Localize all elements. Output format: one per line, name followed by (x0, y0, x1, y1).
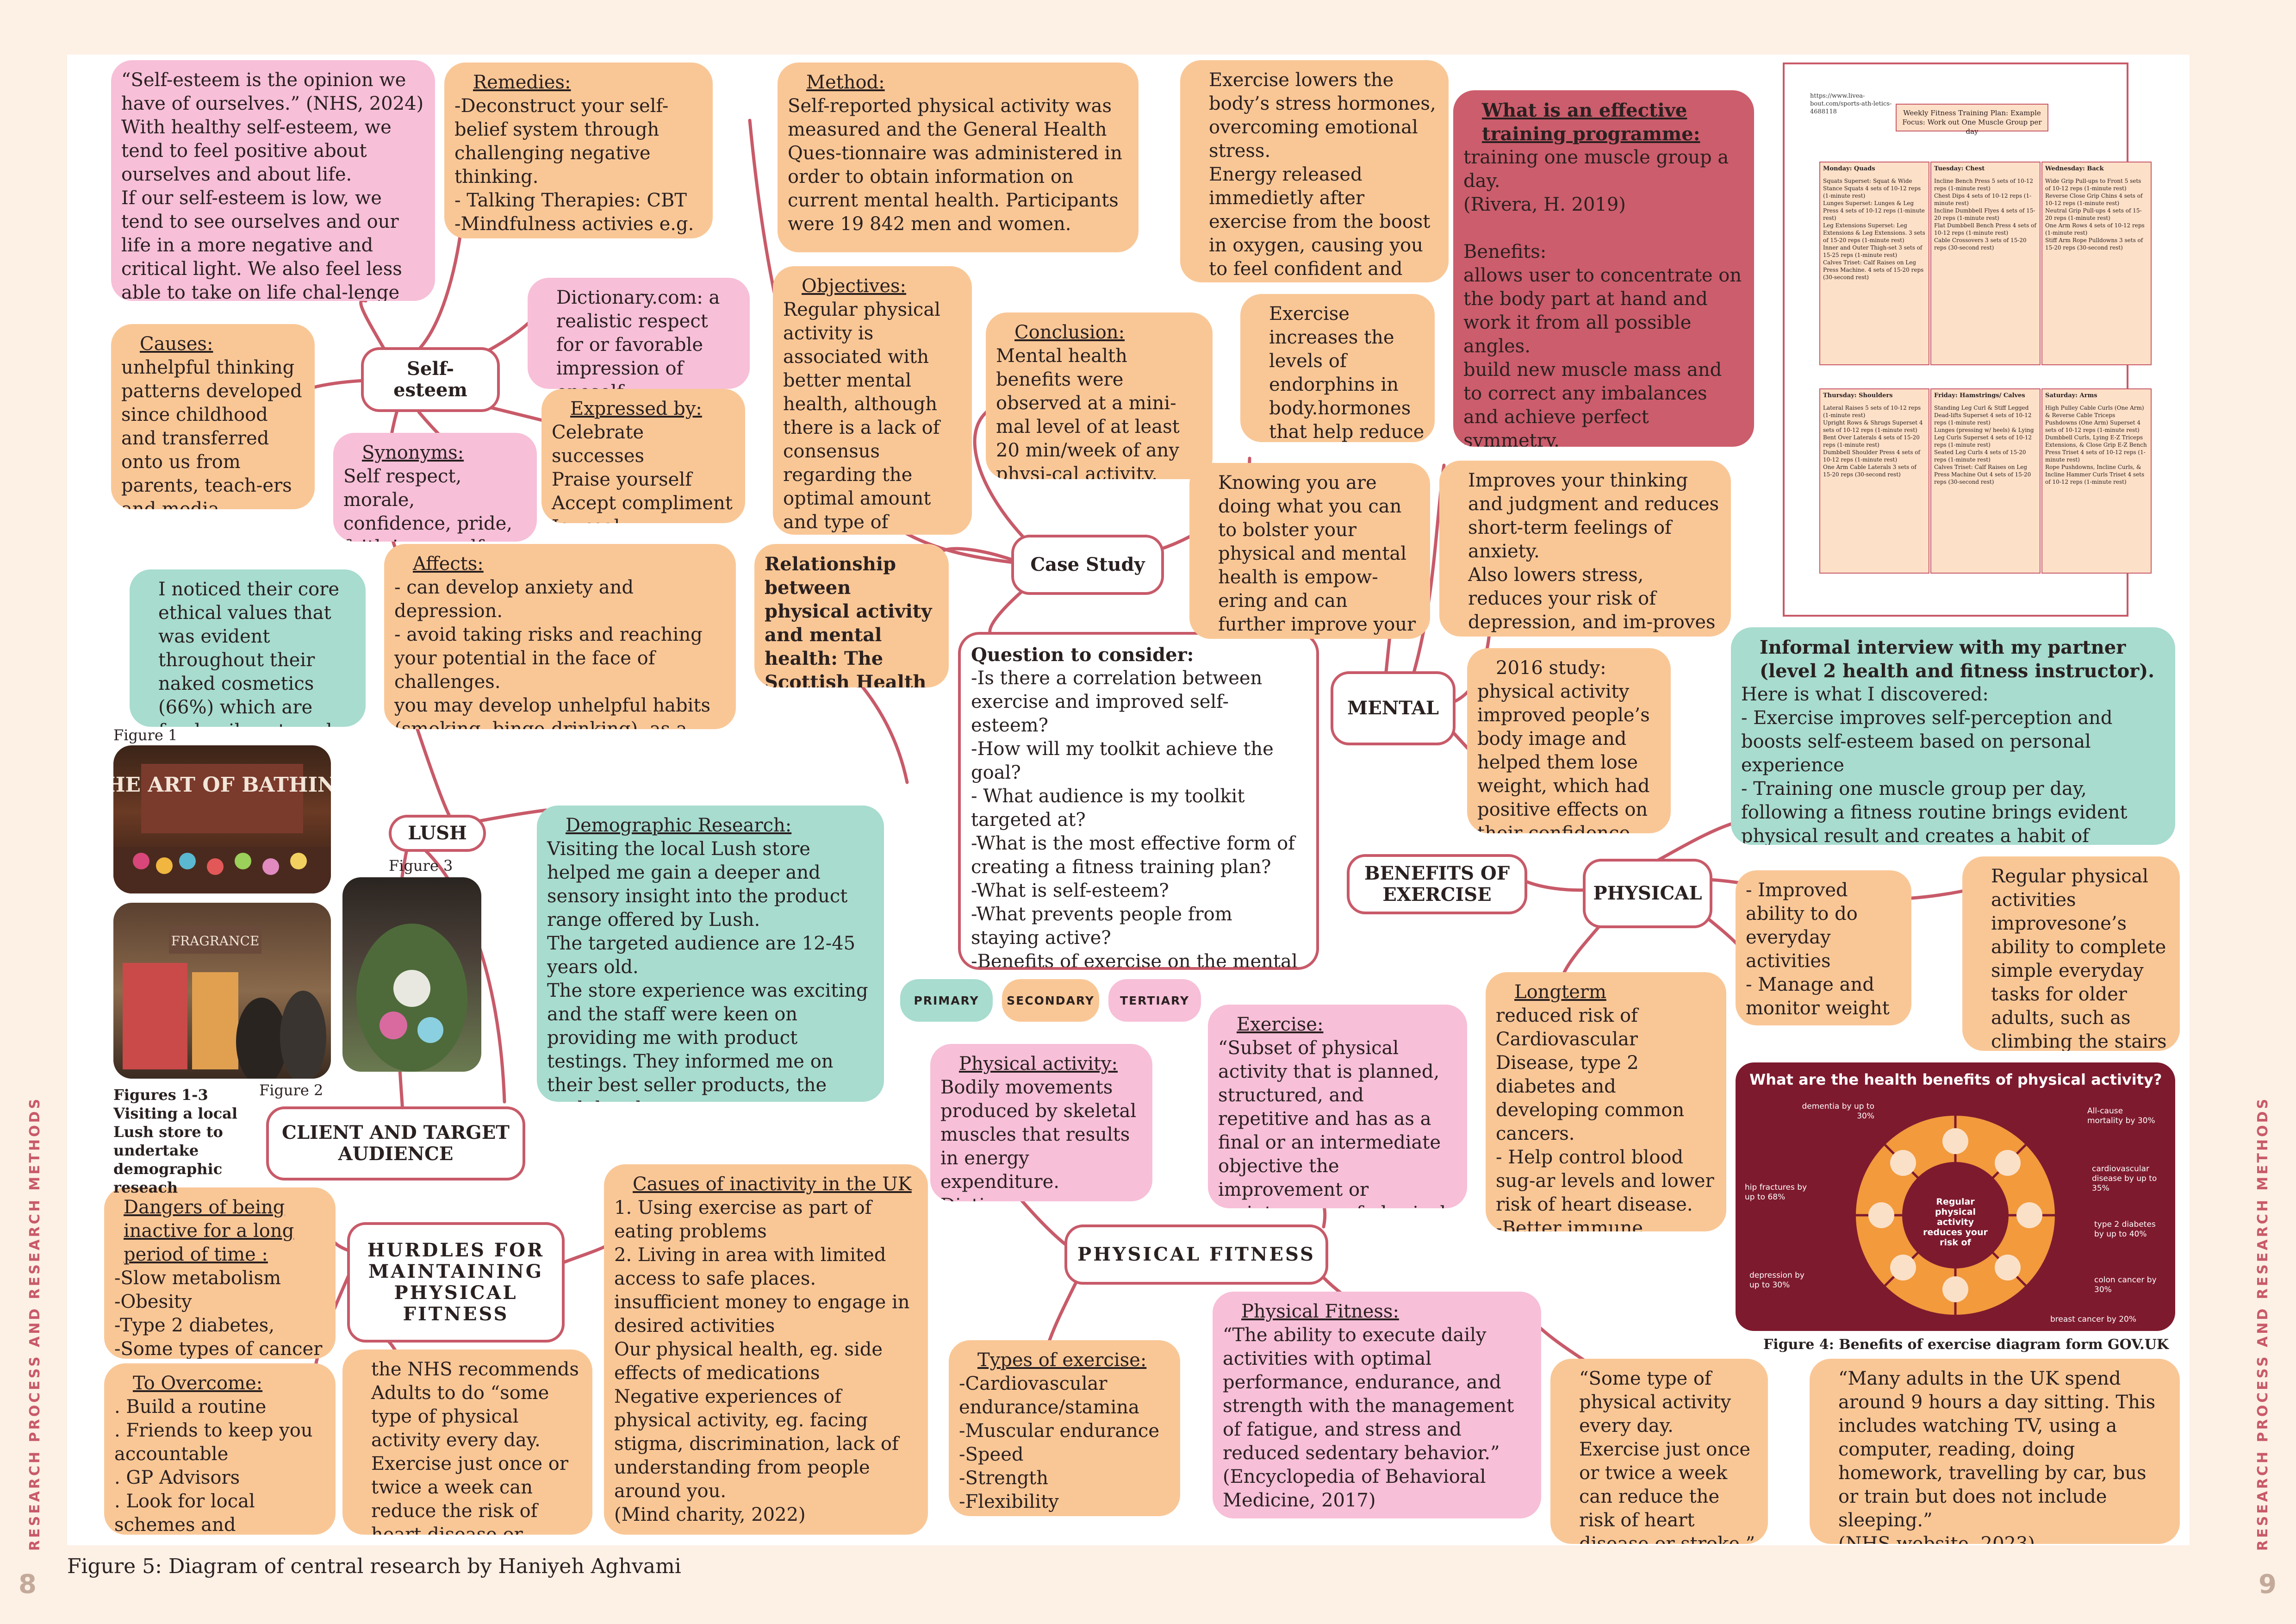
photo-illustration (356, 924, 467, 1072)
demographic-research-box: Demographic Research:Visiting the local … (537, 806, 884, 1102)
label-mortality: All-cause mortality by 30% (2087, 1106, 2155, 1125)
study-2016-box: 2016 study:physical activity improved pe… (1467, 648, 1671, 833)
side-text-left: RESEARCH PROCESS AND RESEARCH METHODS (27, 1096, 43, 1551)
side-text-right: RESEARCH PROCESS AND RESEARCH METHODS (2255, 1096, 2271, 1551)
synonyms-box: Synonyms:Self respect, morale, confidenc… (333, 433, 537, 542)
node-hurdles: HURDLES FOR MAINTAINING PHYSICAL FITNESS (347, 1222, 565, 1343)
node-mental: MENTAL (1331, 671, 1456, 745)
health-benefits-infographic: What are the health benefits of physical… (1736, 1062, 2175, 1331)
node-client-target-audience: CLIENT AND TARGET AUDIENCE (266, 1106, 525, 1181)
legend-primary: PRIMARY (900, 979, 993, 1022)
label-cardio: cardiovascular disease by up to 35% (2092, 1164, 2157, 1193)
infographic-title: What are the health benefits of physical… (1749, 1071, 2162, 1088)
relationship-box: Relationship between physical activity a… (754, 544, 949, 687)
training-plan-source: https://www.livea-bout.com/sports-ath-le… (1810, 93, 1892, 115)
training-plan-figure: https://www.livea-bout.com/sports-ath-le… (1783, 62, 2152, 617)
interview-box: Informal interview with my partner (leve… (1731, 627, 2175, 845)
stress-hormones-box: Exercise lowers the body’s stress hormon… (1180, 60, 1449, 282)
node-lush: LUSH (389, 815, 486, 852)
photo-illustration: THE ART OF BATHING (113, 764, 331, 893)
judgment-box: Improves your thinking and judgment and … (1439, 461, 1731, 637)
knowing-box: Knowing you are doing what you can to bo… (1189, 463, 1430, 639)
page-number-left: 8 (19, 1569, 37, 1599)
infographic-center: Regular physical activity reduces your r… (1923, 1197, 1988, 1248)
types-of-exercise-box: Types of exercise:-Cardiovascular endura… (949, 1340, 1180, 1516)
node-physical: PHYSICAL (1583, 859, 1712, 928)
nhs-recommends-box: the NHS recommends Adults to do “some ty… (342, 1349, 592, 1535)
label-colon: colon cancer by 30% (2094, 1275, 2157, 1294)
ethical-values-box: I noticed their core ethical values that… (130, 569, 366, 727)
lush-store-photo-1: THE ART OF BATHING (113, 745, 331, 893)
lush-store-photo-3 (342, 877, 481, 1072)
label-dementia: dementia by up to 30% (1802, 1102, 1874, 1121)
remedies-box: Remedies:-Deconstruct your self-belief s… (444, 62, 713, 238)
everyday-activities-box: - Improved ability to do everyday activi… (1736, 870, 1911, 1025)
label-diabetes: type 2 diabetes by up to 40% (2094, 1220, 2156, 1239)
page-number-right: 9 (2259, 1569, 2277, 1599)
conclusion-box: Conclusion:Mental health benefits were o… (986, 312, 1213, 479)
question-box: Question to consider:-Is there a correla… (958, 632, 1319, 970)
figures-1-3-caption: Figures 1-3 Visiting a local Lush store … (113, 1086, 238, 1196)
label-hip: hip fractures by up to 68% (1745, 1183, 1807, 1202)
method-box: Method:Self-reported physical activity w… (778, 62, 1139, 252)
lush-store-photo-2: FRAGRANCE (113, 903, 331, 1079)
causes-box: Causes:unhelpful thinking patterns devel… (111, 324, 315, 509)
node-benefits-of-exercise: BENEFITS OF EXERCISE (1347, 854, 1527, 914)
figure-1-caption: Figure 1 (113, 726, 178, 744)
objectives-box: Objectives:Regular physical activity is … (773, 266, 972, 535)
fitness-definition-box: Physical Fitness:“The ability to execute… (1213, 1292, 1541, 1518)
regular-activity-box: Regular physical activities improvesone’… (1962, 856, 2180, 1051)
figure-2-caption: Figure 2 (259, 1081, 324, 1099)
figure-4-caption: Figure 4: Benefits of exercise diagram f… (1763, 1337, 2169, 1353)
label-depression: depression by up to 30% (1749, 1271, 1804, 1290)
node-case-study: Case Study (1011, 535, 1164, 595)
shop-sign-text: THE ART OF BATHING (113, 773, 331, 797)
dangers-box: Dangers of being inactive for a long per… (104, 1187, 336, 1359)
legend-secondary: SECONDARY (1002, 979, 1099, 1022)
physical-activity-box: Physical activity:Bodily movements produ… (930, 1044, 1152, 1201)
photo-illustration: FRAGRANCE (123, 926, 326, 1079)
training-plan-title: Weekly Fitness Training Plan: Example Fo… (1896, 104, 2048, 136)
figure-3-caption: Figure 3 (389, 857, 453, 874)
nhs-2022-box: “Some type of physical activity every da… (1550, 1359, 1768, 1544)
endorphins-box: Exercise increases the levels of endorph… (1240, 294, 1435, 442)
dictionary-box: Dictionary.com: a realistic respect for … (528, 278, 750, 389)
shop-sign-text: FRAGRANCE (171, 933, 260, 949)
affects-box: Affects:- can develop anxiety and depres… (384, 544, 736, 729)
self-esteem-definition-box: “Self-esteem is the opinion we have of o… (111, 60, 435, 301)
training-programme-box: What is an effective training programme:… (1453, 90, 1754, 447)
infographic-wheel (1856, 1116, 2055, 1315)
label-breast: breast cancer by 20% (2050, 1315, 2136, 1324)
sitting-box: “Many adults in the UK spend around 9 ho… (1810, 1359, 2180, 1544)
overcome-box: To Overcome:. Build a routine . Friends … (104, 1363, 336, 1535)
expressed-by-box: Expressed by:Celebrate successes Praise … (541, 389, 745, 523)
node-physical-fitness: PHYSICAL FITNESS (1064, 1224, 1328, 1285)
exercise-definition-box: Exercise:“Subset of physical activity th… (1208, 1005, 1467, 1208)
node-self-esteem: Self-esteem (361, 347, 500, 412)
legend-tertiary: TERTIARY (1108, 979, 1201, 1022)
figure-5-caption: Figure 5: Diagram of central research by… (67, 1555, 681, 1578)
